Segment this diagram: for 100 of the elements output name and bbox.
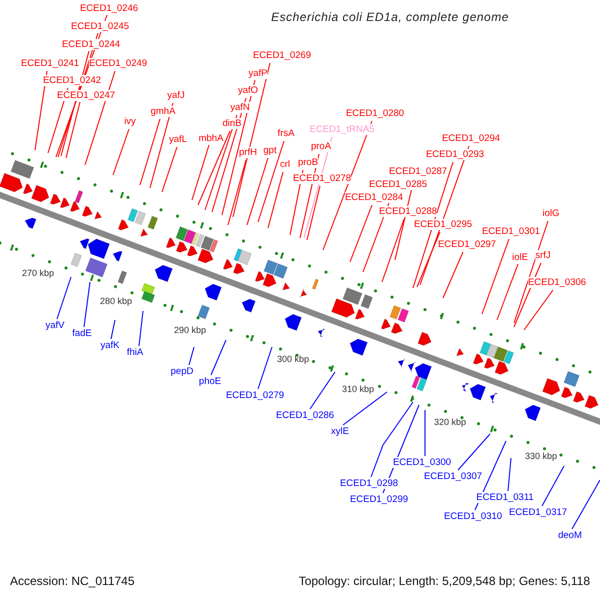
leader-line [542, 466, 564, 506]
leader-line [458, 434, 490, 470]
gene-label: pepD [170, 366, 194, 377]
leader-line [232, 62, 270, 218]
gene-label: ECED1_0298 [340, 478, 398, 489]
gene-label: ECED1_0278 [292, 173, 352, 184]
leader-line [198, 130, 230, 206]
leader-line [84, 70, 116, 166]
gene-label: ECED1_0285 [368, 179, 428, 190]
leader-line [210, 340, 226, 376]
gene-label: fhiA [126, 347, 144, 358]
position-label: 290 kbp [174, 325, 206, 336]
gene-label: crl [280, 159, 290, 170]
leader-line [514, 220, 548, 324]
gene-label: srfJ [535, 250, 551, 261]
leader-line [424, 410, 426, 456]
leader-line [258, 140, 284, 222]
gene-label: ECED1_0269 [252, 50, 312, 61]
leader-line [150, 102, 174, 188]
gene-label: ECED1_0287 [388, 166, 448, 177]
leader-line [350, 204, 372, 262]
gene-label: yafJ [167, 90, 185, 101]
leader-line [138, 310, 144, 346]
leader-line [496, 264, 518, 320]
gene-label: ECED1_0297 [438, 239, 496, 250]
gene-label: xylE [331, 426, 349, 437]
leader-line [310, 372, 336, 410]
gene-label: ECED1_0284 [344, 192, 404, 203]
gene-label: iolG [542, 208, 560, 219]
leader-line [382, 218, 404, 282]
leader-line [524, 290, 554, 330]
position-label: 310 kbp [342, 384, 374, 395]
position-label: 300 kbp [276, 354, 310, 365]
gene-label: ECED1_0242 [42, 75, 102, 86]
gene-label: proB [298, 157, 318, 168]
gene-label: proA [310, 141, 332, 152]
position-label: 330 kbp [524, 451, 558, 462]
leader-line [442, 252, 464, 298]
leader-line [84, 282, 90, 328]
gene-label: yafO [238, 85, 258, 96]
gene-label: ECED1_0307 [424, 471, 482, 482]
gene-label: iolE [512, 252, 528, 263]
position-label: 320 kbp [434, 417, 466, 428]
leader-line [228, 160, 246, 226]
gene-label: gmhA [150, 106, 176, 117]
gene-label: ECED1_tRNA5 [310, 124, 374, 135]
title: Escherichia coli ED1a, complete genome [270, 10, 510, 24]
gene-label: ECED1_0300 [392, 457, 452, 468]
gene-label: ECED1_0241 [20, 58, 80, 69]
gene-label: ivy [124, 116, 136, 127]
gene-label: ECED1_0317 [508, 507, 568, 518]
leader-line [412, 162, 454, 288]
accession-text: Accession: NC_011745 [10, 574, 135, 588]
gene-label: ECED1_0288 [378, 206, 438, 217]
gene-label: ECED1_0293 [426, 149, 484, 160]
gene-label: ECED1_0311 [476, 492, 534, 503]
gene-label: gpt [263, 145, 277, 156]
gene-label: ECED1_0280 [346, 108, 404, 119]
leader-line [204, 114, 238, 210]
gene-label: deoM [558, 530, 582, 541]
leader-line [258, 346, 272, 390]
gene-label: ECED1_0286 [276, 410, 334, 421]
leader-line [192, 144, 210, 200]
leader-line [306, 186, 320, 240]
leader-line [322, 120, 372, 250]
leader-line [508, 458, 512, 492]
position-label: 270 kbp [22, 268, 54, 279]
gene-label: ECED1_0247 [56, 90, 116, 101]
leader-line [572, 480, 600, 530]
leader-line [56, 276, 72, 320]
gene-label: ECED1_0295 [414, 219, 472, 230]
gene-label: ECED1_0245 [70, 21, 130, 32]
gene-label: ECED1_0279 [226, 390, 284, 401]
gene-label: ECED1_0306 [528, 277, 586, 288]
leader-line [162, 146, 178, 192]
gene-label: yafL [169, 134, 187, 145]
gene-label: ECED1_0310 [444, 511, 502, 522]
gene-label: ECED1_0299 [350, 494, 408, 505]
gene-label: yafV [46, 320, 64, 331]
leader-line [342, 392, 388, 426]
gene-label: prfH [239, 147, 257, 158]
gene-label: phoE [198, 376, 222, 387]
gene-label: ECED1_0249 [88, 58, 148, 69]
leader-line [140, 118, 160, 186]
gene-label: mbhA [198, 133, 224, 144]
gene-label: ECED1_0294 [442, 133, 500, 144]
gene-label: yafN [230, 102, 250, 113]
gene-label: ECED1_0246 [80, 3, 138, 14]
gene-label: yafK [100, 340, 120, 351]
gene-label: frsA [278, 128, 294, 139]
leader-line [268, 172, 284, 228]
gene-label: ECED1_0301 [482, 226, 540, 237]
leader-line [110, 320, 116, 340]
leader-line [212, 98, 246, 212]
leader-line [222, 80, 256, 216]
gene-label: dinB [222, 118, 242, 129]
gene-label: yafP [248, 68, 268, 79]
leader-line [188, 346, 194, 366]
leader-line [112, 128, 130, 176]
gene-label: fadE [72, 328, 92, 339]
